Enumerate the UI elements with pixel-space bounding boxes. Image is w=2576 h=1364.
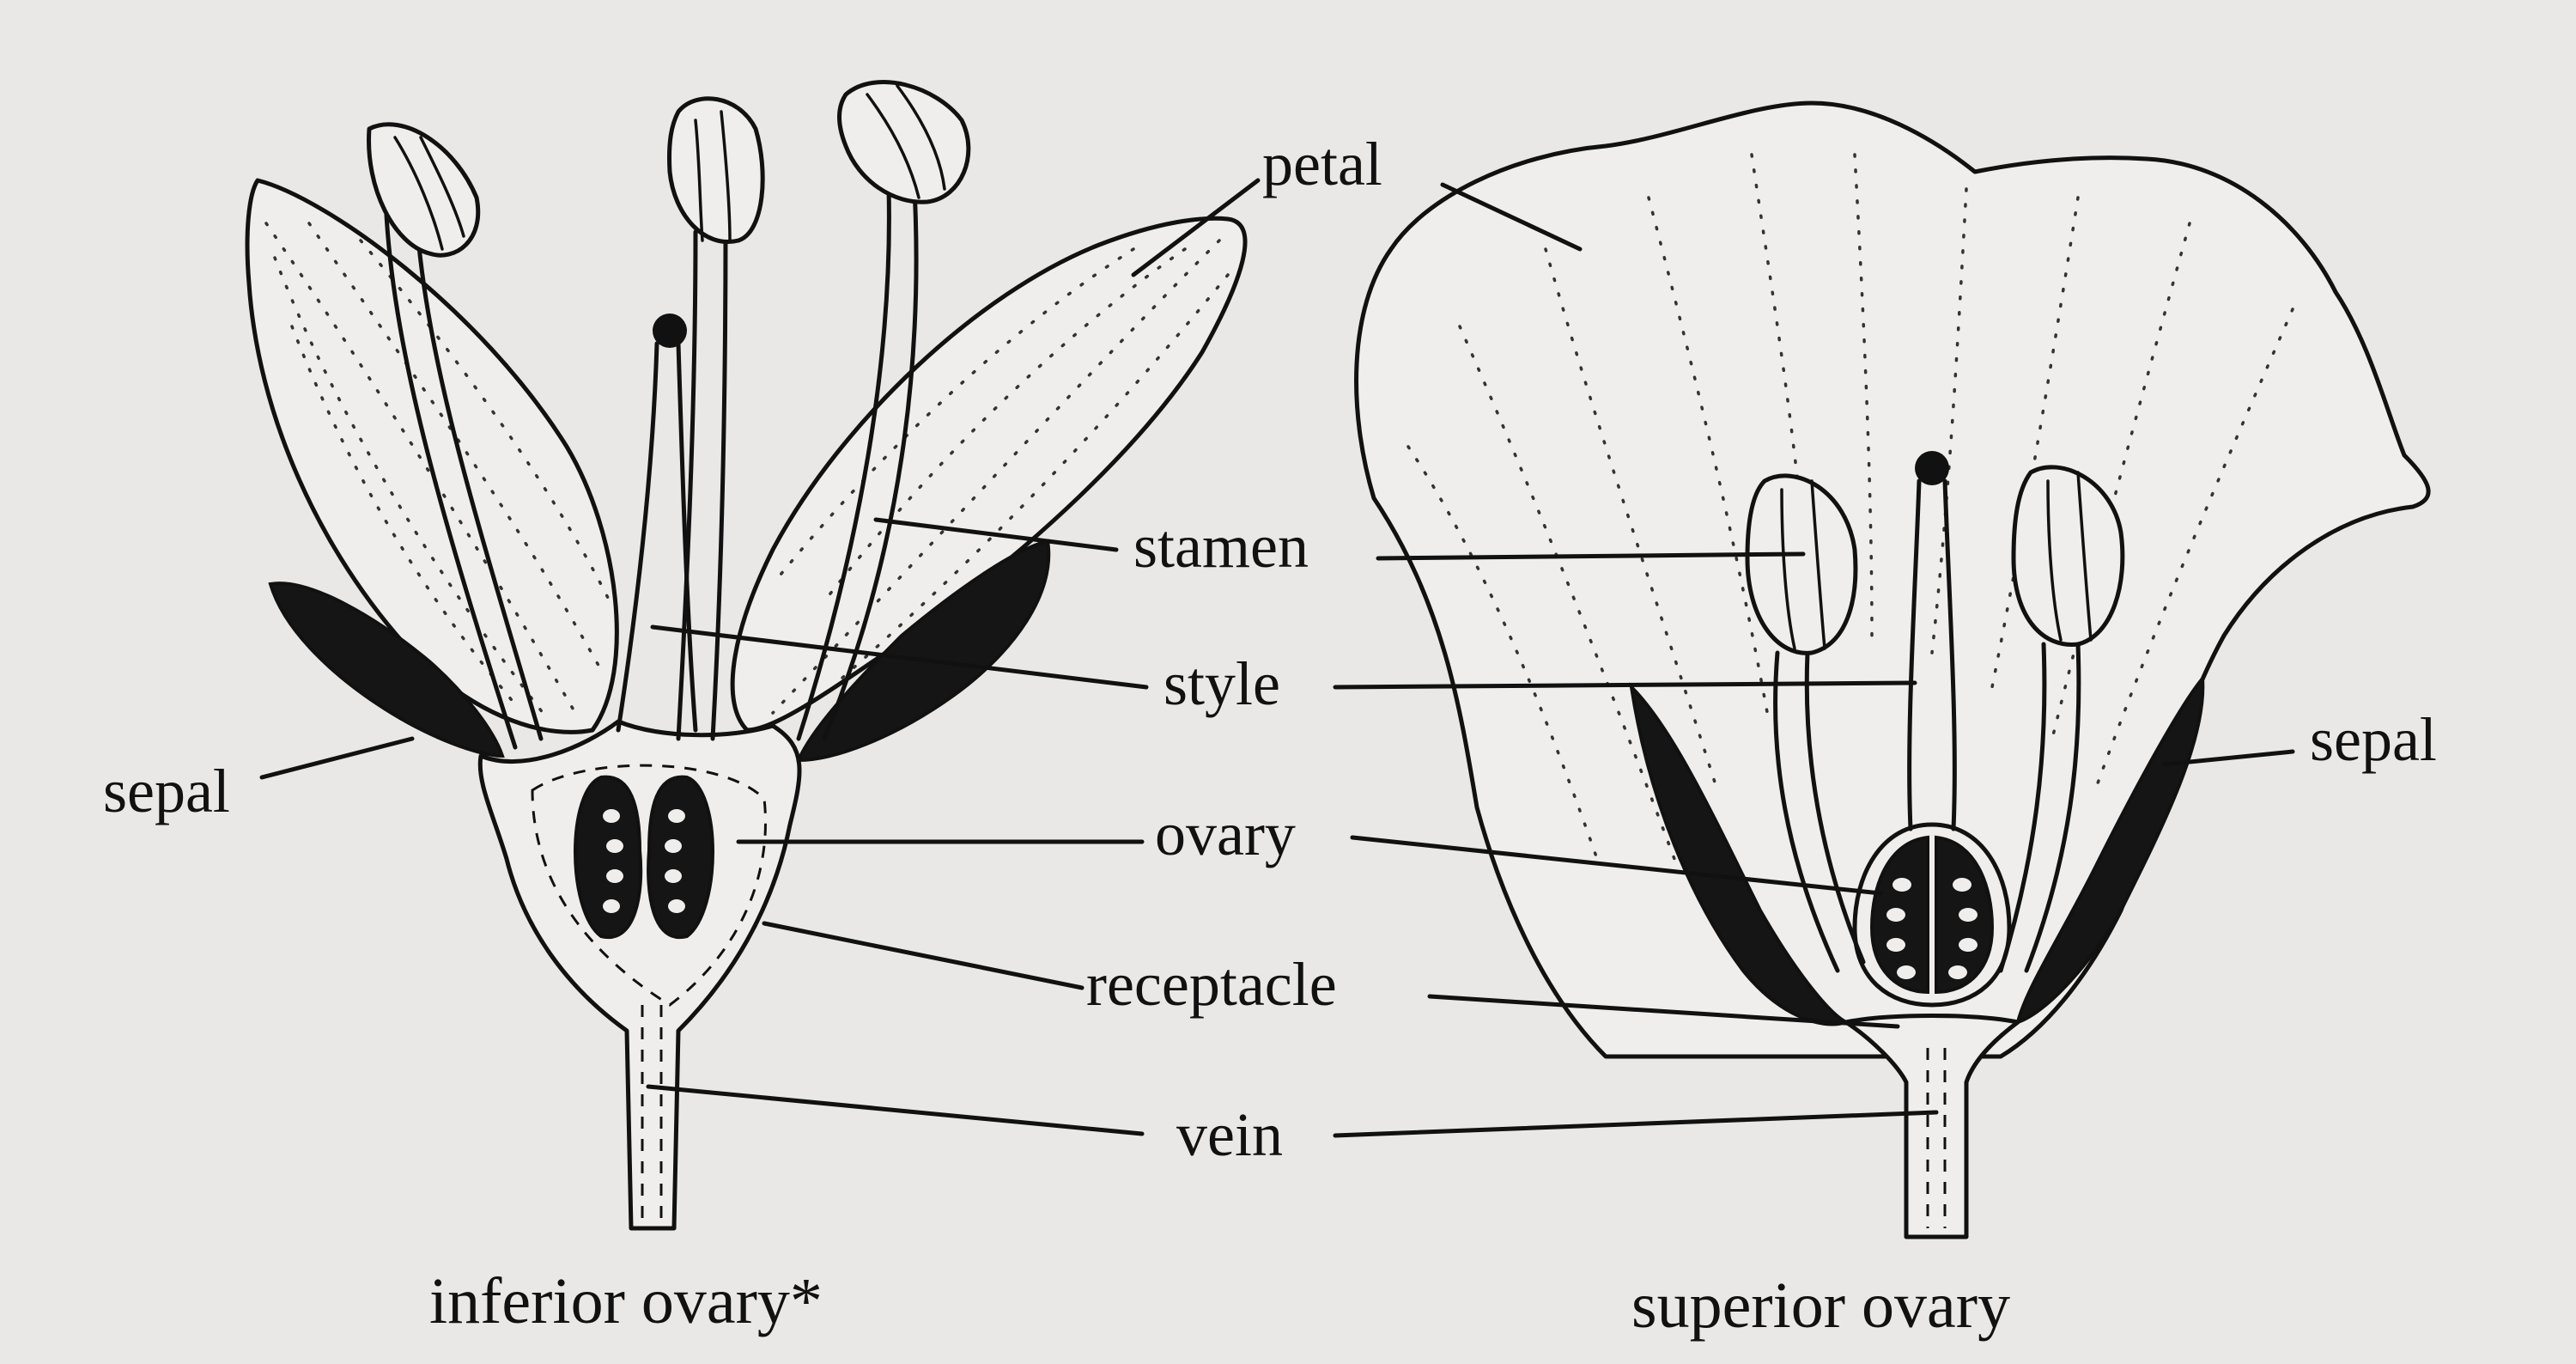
right-flower-stamen-right [1998, 465, 2125, 973]
leader-style-right [1333, 680, 1917, 690]
superior-ovary-flower [1354, 100, 2431, 1239]
label-sepal-right: sepal [2310, 705, 2437, 774]
left-flower-stamen-3 [796, 80, 971, 741]
leader-lines [259, 178, 2295, 1138]
label-style: style [1163, 649, 1280, 718]
left-flower-style [616, 314, 698, 733]
leader-receptacle-right [1427, 994, 1900, 1029]
label-vein: vein [1176, 1100, 1283, 1169]
leader-sepal-left [259, 736, 415, 780]
leader-vein-right [1333, 1110, 1939, 1138]
left-flower-stamen-2 [667, 96, 765, 741]
right-flower-style [1907, 451, 1957, 831]
left-flower-petal-right [730, 216, 1248, 733]
label-receptacle: receptacle [1086, 950, 1337, 1019]
caption-inferior-ovary: inferior ovary* [429, 1265, 823, 1337]
right-flower-ovary [1852, 822, 2012, 1008]
label-sepal-left: sepal [103, 757, 230, 825]
leader-receptacle-left [762, 921, 1084, 990]
left-flower-ovary [574, 775, 714, 940]
leader-ovary-right [1350, 835, 1883, 896]
leader-petal-left [1131, 178, 1261, 277]
left-flower-petal-left [245, 178, 619, 734]
leader-petal-right [1440, 182, 1583, 252]
caption-superior-ovary: superior ovary [1631, 1270, 2010, 1342]
label-ovary: ovary [1155, 800, 1296, 868]
leader-sepal-right [2161, 749, 2295, 767]
left-flower-stamen-1 [367, 122, 544, 750]
right-flower-petal [1354, 100, 2431, 1059]
label-petal: petal [1262, 130, 1382, 198]
leader-vein-left [646, 1084, 1145, 1136]
left-flower-sepal-left [268, 582, 505, 758]
leader-style-left [650, 624, 1149, 690]
right-flower-stamen-left [1745, 473, 1866, 973]
label-stamen: stamen [1133, 512, 1309, 581]
right-flower-receptacle [1844, 1014, 2020, 1239]
leader-stamen-left [873, 517, 1119, 552]
inferior-ovary-flower [245, 80, 1248, 1231]
left-flower-receptacle [477, 719, 802, 1231]
leader-stamen-right [1376, 551, 1806, 561]
